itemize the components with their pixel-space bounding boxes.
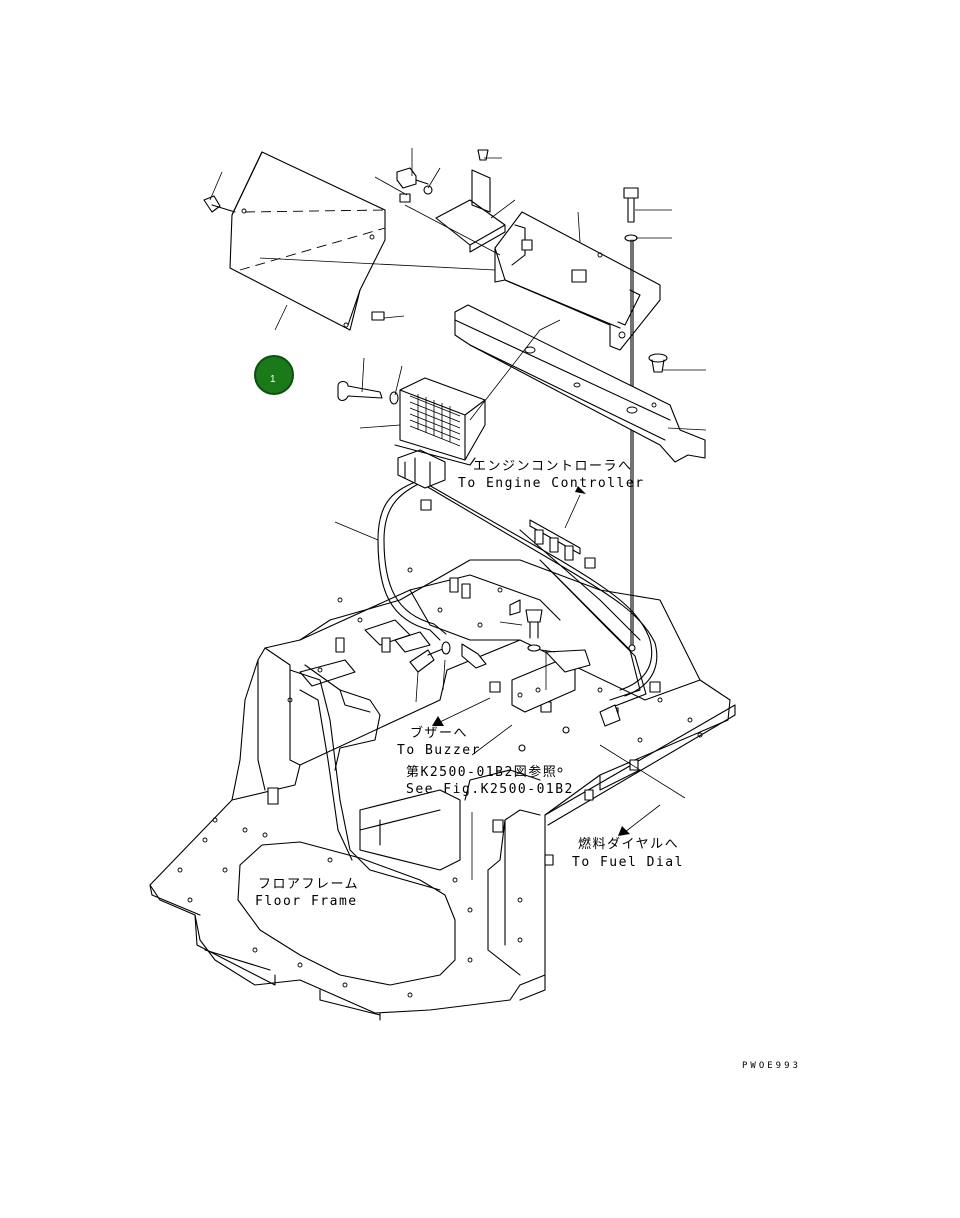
callout-badge-number: 1 [270, 374, 276, 385]
leader-lines [209, 148, 707, 799]
label-buzzer-en: To Buzzer [397, 743, 481, 758]
label-see-en: See Fig.K2500-01B2 [406, 782, 574, 797]
cover-panel [203, 151, 411, 331]
label-see-jp: 第K2500-01B2図参照 [406, 764, 557, 780]
label-engine-jp: エンジンコントローラへ [473, 459, 633, 474]
annotation-labels: エンジンコントローラへ To Engine Controller ブザーへ To… [255, 459, 801, 1071]
floor-frame [149, 559, 736, 1021]
controller-unit [394, 377, 486, 466]
wire-harness [377, 449, 661, 721]
label-fuel-jp: 燃料ダイヤルへ [578, 836, 679, 852]
label-buzzer-jp: ブザーへ [410, 725, 468, 741]
cross-member [454, 304, 706, 463]
long-pin [337, 380, 399, 405]
label-floor-jp: フロアフレーム [258, 877, 359, 892]
drawing-code: PWOE993 [742, 1061, 801, 1071]
label-floor-en: Floor Frame [255, 894, 358, 909]
arrows [432, 486, 661, 880]
front-fittings [409, 599, 636, 752]
mount-bracket [396, 149, 661, 651]
callout-badge-circle[interactable] [254, 355, 294, 395]
label-fuel-en: To Fuel Dial [572, 855, 684, 870]
callout-badge[interactable]: 1 [254, 355, 294, 395]
label-engine-en: To Engine Controller [458, 476, 645, 491]
